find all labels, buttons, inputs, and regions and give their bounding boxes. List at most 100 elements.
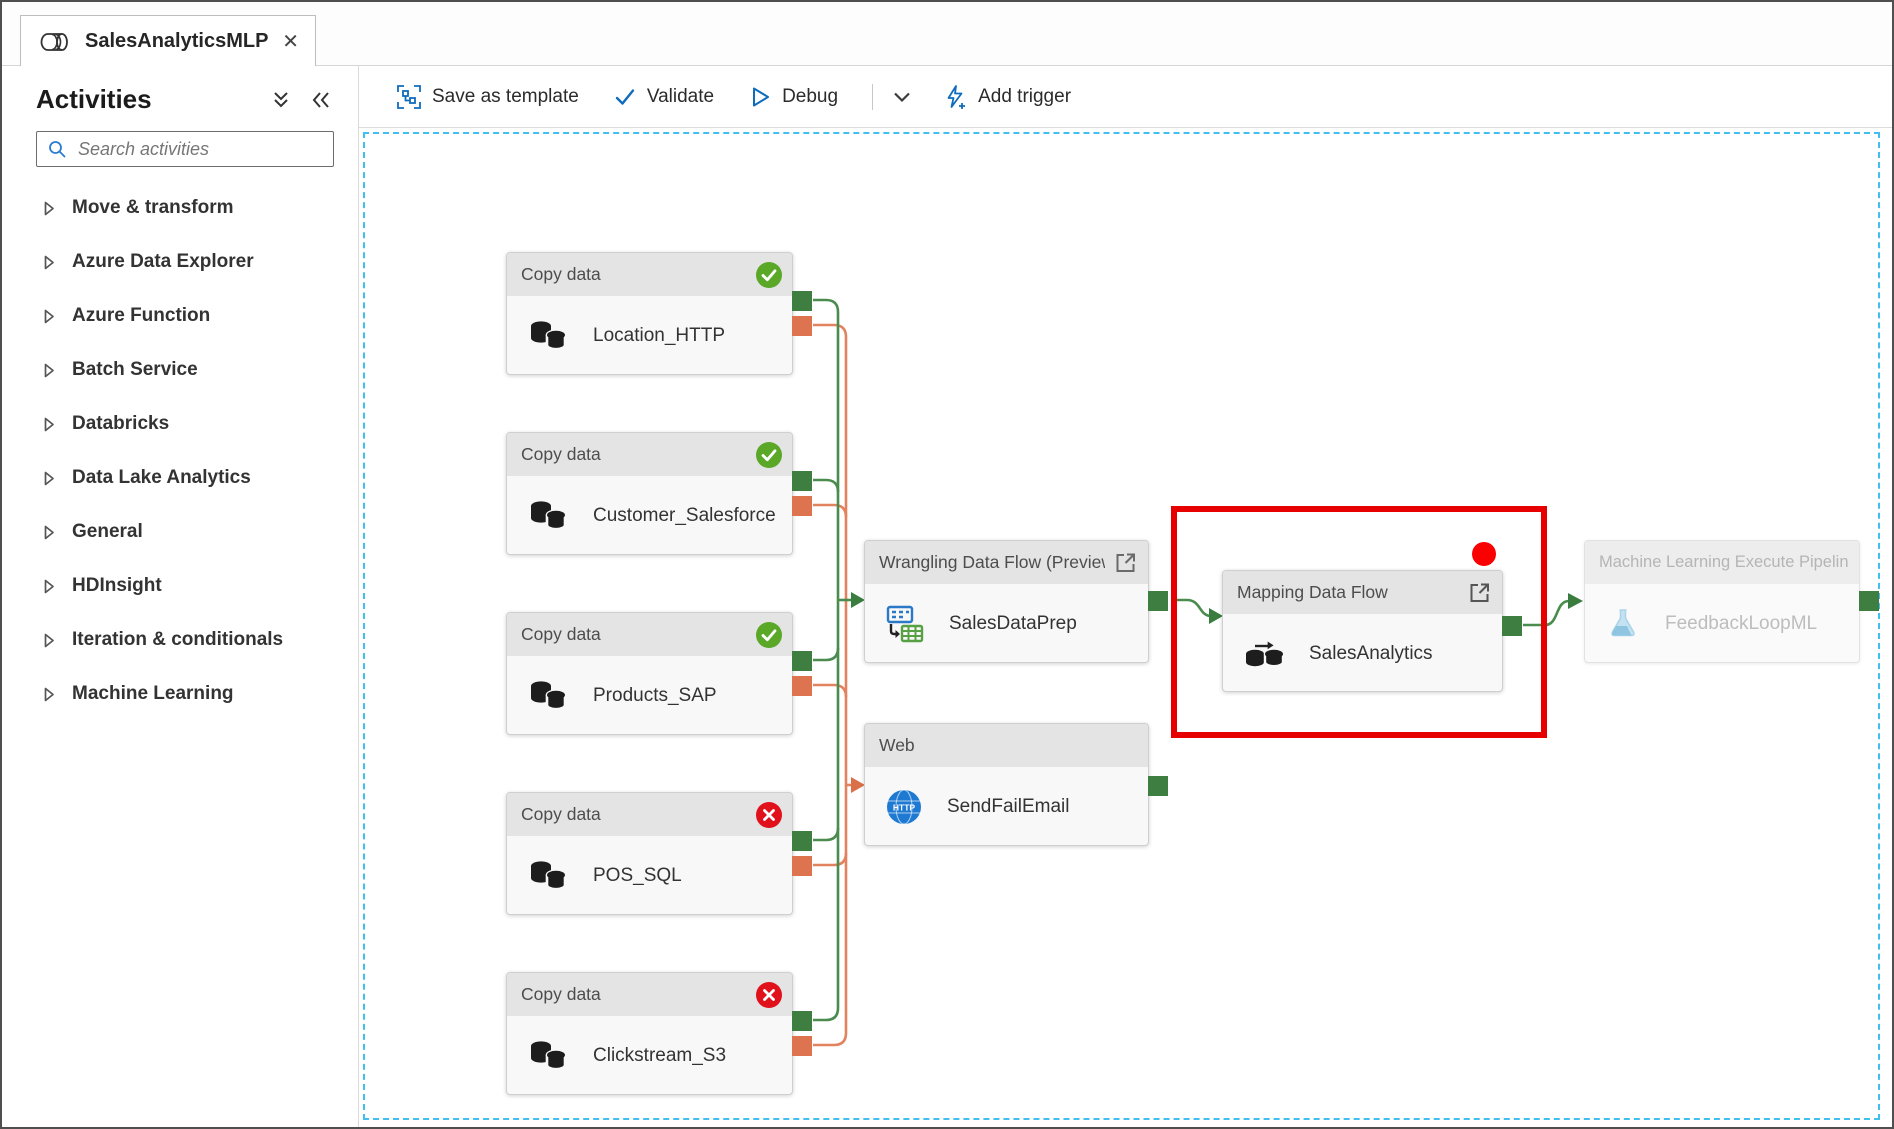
output-port-success[interactable] xyxy=(792,291,812,311)
sidebar-item-machine-learning[interactable]: Machine Learning xyxy=(2,667,358,721)
output-port-success[interactable] xyxy=(792,471,812,491)
output-port-success[interactable] xyxy=(1502,616,1522,636)
activity-node-products-sap[interactable]: Copy data Products_SAP xyxy=(506,612,812,735)
close-icon[interactable]: ✕ xyxy=(282,30,299,53)
copy-data-icon xyxy=(527,318,569,354)
node-header: Mapping Data Flow xyxy=(1223,571,1502,614)
activity-node-customer-salesforce[interactable]: Copy data Customer_Salesforce xyxy=(506,432,812,555)
activity-node-sendfailemail[interactable]: Web HTTP SendFailEmail xyxy=(864,723,1168,846)
node-type-label: Web xyxy=(879,735,915,755)
activity-name: FeedbackLoopML xyxy=(1665,612,1818,634)
open-in-new-window-icon[interactable] xyxy=(1113,550,1138,575)
caret-right-icon xyxy=(42,524,56,541)
node-type-label: Copy data xyxy=(521,984,601,1004)
sidebar-item-azure-function[interactable]: Azure Function xyxy=(2,289,358,343)
tab-title: SalesAnalyticsMLPip... xyxy=(85,30,269,52)
activity-node-feedbackloopml[interactable]: Machine Learning Execute Pipeline Feedba… xyxy=(1584,540,1879,663)
output-port-failure[interactable] xyxy=(792,1036,812,1056)
pipeline-canvas[interactable]: Copy data Location_HTTP Copy data xyxy=(359,128,1892,1127)
check-icon xyxy=(613,86,637,108)
success-badge-icon xyxy=(756,261,782,288)
sidebar-item-iteration-conditionals[interactable]: Iteration & conditionals xyxy=(2,613,358,667)
activities-title: Activities xyxy=(36,84,152,114)
error-badge-icon xyxy=(756,801,782,828)
node-type-label: Copy data xyxy=(521,444,601,464)
output-port-failure[interactable] xyxy=(792,496,812,516)
play-icon xyxy=(748,85,772,109)
output-port-success[interactable] xyxy=(1148,776,1168,796)
node-header: Wrangling Data Flow (Preview xyxy=(865,541,1148,584)
activity-name: Products_SAP xyxy=(593,684,717,706)
search-input[interactable] xyxy=(76,137,323,161)
node-header: Copy data xyxy=(507,793,792,836)
caret-right-icon xyxy=(42,416,56,433)
output-port-success[interactable] xyxy=(1859,591,1879,611)
success-badge-icon xyxy=(756,621,782,648)
error-badge-icon xyxy=(756,981,782,1008)
node-header: Machine Learning Execute Pipeline xyxy=(1585,541,1859,584)
node-header: Copy data xyxy=(507,433,792,476)
activity-node-clickstream-s3[interactable]: Copy data Clickstream_S3 xyxy=(506,972,812,1095)
activities-panel: Activities xyxy=(2,66,359,1127)
caret-right-icon xyxy=(42,308,56,325)
output-port-success[interactable] xyxy=(792,831,812,851)
copy-data-icon xyxy=(527,1038,569,1074)
output-port-failure[interactable] xyxy=(792,676,812,696)
copy-data-icon xyxy=(527,858,569,894)
sidebar-item-data-lake-analytics[interactable]: Data Lake Analytics xyxy=(2,451,358,505)
success-badge-icon xyxy=(756,441,782,468)
svg-text:HTTP: HTTP xyxy=(893,802,916,812)
output-port-success[interactable] xyxy=(1148,591,1168,611)
collapse-all-icon[interactable] xyxy=(268,89,294,111)
add-trigger-button[interactable]: Add trigger xyxy=(943,84,1071,110)
save-as-template-button[interactable]: Save as template xyxy=(396,84,579,110)
caret-right-icon xyxy=(42,254,56,271)
activity-name: Location_HTTP xyxy=(593,324,726,346)
output-port-failure[interactable] xyxy=(792,856,812,876)
pipeline-icon xyxy=(39,32,71,52)
output-port-failure[interactable] xyxy=(792,316,812,336)
node-type-label: Copy data xyxy=(521,804,601,824)
node-type-label: Machine Learning Execute Pipeline xyxy=(1599,553,1849,571)
debug-options-chevron-icon[interactable] xyxy=(891,87,913,107)
copy-data-icon xyxy=(527,498,569,534)
debug-button[interactable]: Debug xyxy=(748,85,838,109)
node-header: Web xyxy=(865,724,1148,767)
caret-right-icon xyxy=(42,362,56,379)
node-header: Copy data xyxy=(507,973,792,1016)
sidebar-item-move-transform[interactable]: Move & transform xyxy=(2,181,358,235)
output-port-success[interactable] xyxy=(792,651,812,671)
node-type-label: Copy data xyxy=(521,624,601,644)
activity-node-salesdataprep[interactable]: Wrangling Data Flow (Preview xyxy=(864,540,1168,663)
activity-name: POS_SQL xyxy=(593,864,682,886)
search-activities-box xyxy=(36,131,334,167)
template-icon xyxy=(396,84,422,110)
activity-node-pos-sql[interactable]: Copy data POS_SQL xyxy=(506,792,812,915)
trigger-lightning-icon xyxy=(943,84,968,110)
pipeline-tab[interactable]: SalesAnalyticsMLPip... ✕ xyxy=(20,15,316,67)
caret-right-icon xyxy=(42,578,56,595)
sidebar-item-general[interactable]: General xyxy=(2,505,358,559)
output-port-success[interactable] xyxy=(792,1011,812,1031)
sidebar-item-batch-service[interactable]: Batch Service xyxy=(2,343,358,397)
sidebar-item-hdinsight[interactable]: HDInsight xyxy=(2,559,358,613)
activity-node-location-http[interactable]: Copy data Location_HTTP xyxy=(506,252,812,375)
open-in-new-window-icon[interactable] xyxy=(1467,580,1492,605)
toolbar-divider xyxy=(872,83,874,110)
activity-category-list: Move & transform Azure Data Explorer Azu… xyxy=(2,181,358,721)
activity-name: Customer_Salesforce xyxy=(593,504,776,526)
sidebar-item-databricks[interactable]: Databricks xyxy=(2,397,358,451)
breakpoint-dot[interactable] xyxy=(1472,542,1496,566)
node-type-label: Copy data xyxy=(521,264,601,284)
activity-node-salesanalytics[interactable]: Mapping Data Flow xyxy=(1222,570,1522,692)
sidebar-item-azure-data-explorer[interactable]: Azure Data Explorer xyxy=(2,235,358,289)
collapse-panel-icon[interactable] xyxy=(308,89,334,111)
node-header: Copy data xyxy=(507,253,792,296)
validate-button[interactable]: Validate xyxy=(613,86,714,108)
activity-name: SalesAnalytics xyxy=(1309,642,1433,664)
wrangling-data-flow-icon xyxy=(885,604,925,644)
ml-flask-icon xyxy=(1605,607,1641,641)
node-header: Copy data xyxy=(507,613,792,656)
caret-right-icon xyxy=(42,470,56,487)
